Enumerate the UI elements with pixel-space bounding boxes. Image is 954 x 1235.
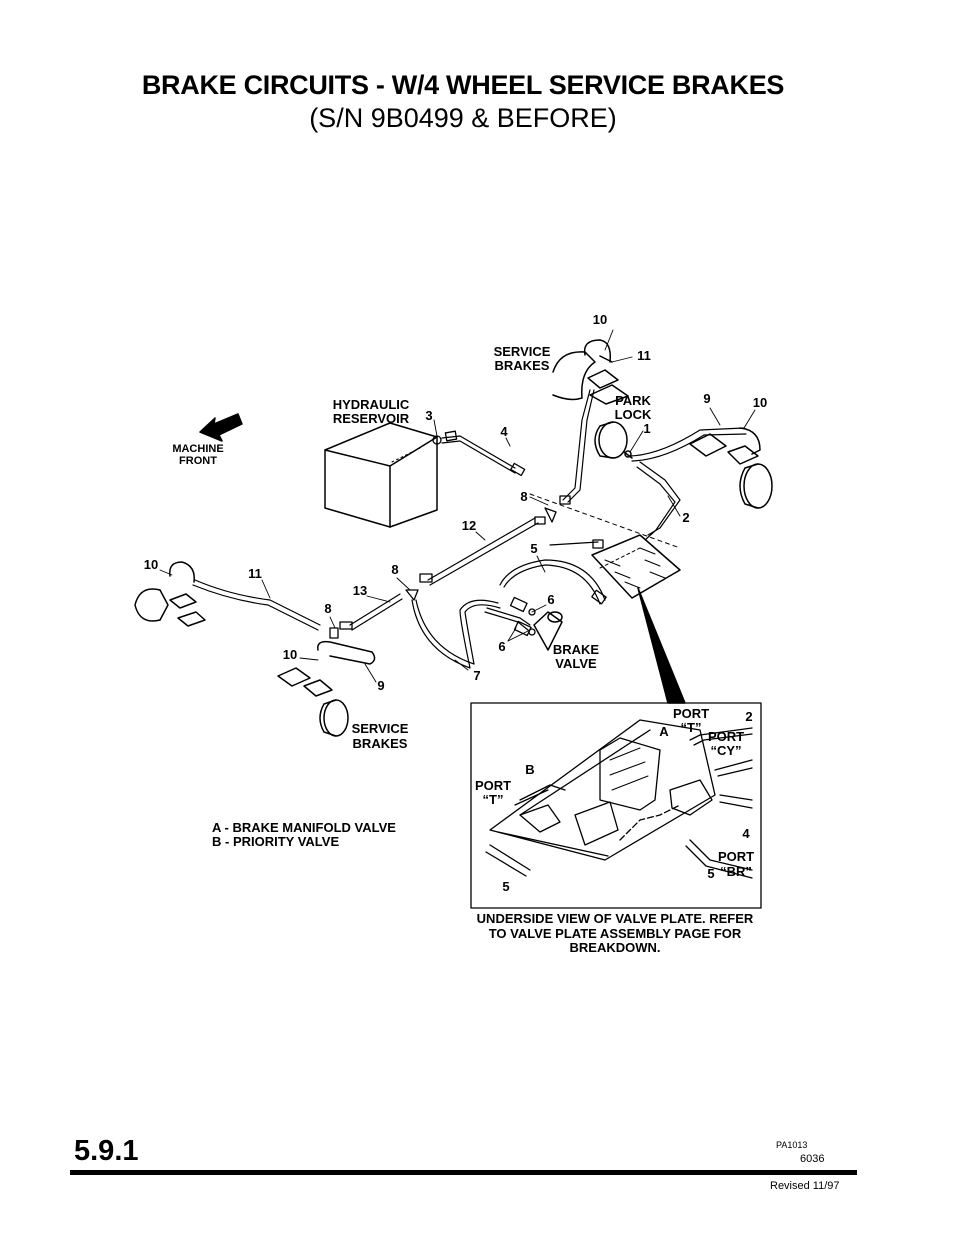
section-number: 5.9.1 xyxy=(74,1135,139,1167)
callout-6: 6 xyxy=(547,592,554,607)
callout-2: 2 xyxy=(682,510,689,525)
inset-labels: PORT “T” A 2 PORT “CY” B PORT “T” 4 PORT… xyxy=(475,706,754,955)
label-service-brakes-bot-2: BRAKES xyxy=(353,736,408,751)
inset-caption-2: TO VALVE PLATE ASSEMBLY PAGE FOR xyxy=(489,926,742,941)
callout-numbers: 10 11 9 10 3 4 1 8 2 12 5 10 11 8 13 8 6… xyxy=(144,312,767,693)
inset-valve-plate xyxy=(485,719,753,879)
service-brake-bottom xyxy=(277,640,376,737)
callout-1: 1 xyxy=(643,421,650,436)
label-brake-valve-1: BRAKE xyxy=(553,642,600,657)
callout-12: 12 xyxy=(462,518,476,533)
diagram-labels: SERVICE BRAKES HYDRAULIC RESERVOIR PARK … xyxy=(172,344,652,751)
valve-plate-main xyxy=(591,534,681,599)
inset-number-5: 5 xyxy=(502,879,509,894)
callout-8: 8 xyxy=(391,562,398,577)
brake-valve-drawing xyxy=(533,611,563,651)
inset-port-t-top-2: “T” xyxy=(681,720,702,735)
callout-11: 11 xyxy=(248,566,262,581)
hydraulic-reservoir-drawing xyxy=(324,422,438,528)
callout-9: 9 xyxy=(377,678,384,693)
inset-label-a: A xyxy=(659,724,669,739)
callout-8: 8 xyxy=(520,489,527,504)
legend-priority-valve: B - PRIORITY VALVE xyxy=(212,834,339,849)
callout-9: 9 xyxy=(703,391,710,406)
label-machine-2: FRONT xyxy=(179,455,217,467)
inset-number-5: 5 xyxy=(707,866,714,881)
callout-7: 7 xyxy=(473,668,480,683)
page-number: 6036 xyxy=(800,1153,825,1165)
callout-10: 10 xyxy=(283,647,297,662)
reference-dash-line xyxy=(529,493,681,549)
service-brake-left xyxy=(134,561,206,627)
label-service-brakes-top-2: BRAKES xyxy=(495,358,550,373)
machine-front-arrow-icon xyxy=(199,413,243,442)
inset-port-t-left-1: PORT xyxy=(475,778,511,793)
callout-6: 6 xyxy=(498,639,505,654)
label-hydraulic-2: RESERVOIR xyxy=(333,411,410,426)
figure-code: PA1013 xyxy=(776,1140,808,1150)
inset-port-br-1: PORT xyxy=(718,849,754,864)
footer-divider xyxy=(70,1170,857,1175)
callout-3: 3 xyxy=(425,408,432,423)
inset-number-2: 2 xyxy=(745,709,752,724)
revision-date: Revised 11/97 xyxy=(770,1180,840,1192)
inset-port-cy-1: PORT xyxy=(708,729,744,744)
service-brake-top xyxy=(552,339,629,405)
fittings xyxy=(329,430,607,639)
callout-13: 13 xyxy=(353,583,367,598)
label-brake-valve-2: VALVE xyxy=(555,656,597,671)
callout-10: 10 xyxy=(593,312,607,327)
page-title: BRAKE CIRCUITS - W/4 WHEEL SERVICE BRAKE… xyxy=(141,70,785,100)
callout-11: 11 xyxy=(637,348,651,363)
label-hydraulic-1: HYDRAULIC xyxy=(333,397,410,412)
label-park-2: LOCK xyxy=(615,407,652,422)
inset-number-4: 4 xyxy=(742,826,750,841)
inset-label-b: B xyxy=(525,762,534,777)
inset-frame xyxy=(470,702,762,909)
leader-lines xyxy=(159,329,756,683)
callout-8: 8 xyxy=(324,601,331,616)
label-service-brakes-bot-1: SERVICE xyxy=(352,721,409,736)
inset-port-br-2: “BR” xyxy=(720,864,752,879)
legend: A - BRAKE MANIFOLD VALVE B - PRIORITY VA… xyxy=(212,820,396,849)
service-brake-right xyxy=(689,427,773,509)
label-park-1: PARK xyxy=(615,393,651,408)
page-subtitle: (S/N 9B0499 & BEFORE) xyxy=(309,103,617,133)
callout-10: 10 xyxy=(144,557,158,572)
inset-caption-1: UNDERSIDE VIEW OF VALVE PLATE. REFER xyxy=(477,911,754,926)
park-lock-cylinder xyxy=(594,421,633,459)
inset-port-t-left-2: “T” xyxy=(483,792,504,807)
inset-pointer xyxy=(637,587,686,704)
label-service-brakes-top-1: SERVICE xyxy=(494,344,551,359)
inset-port-t-top-1: PORT xyxy=(673,706,709,721)
inset-port-cy-2: “CY” xyxy=(710,743,741,758)
legend-brake-manifold-valve: A - BRAKE MANIFOLD VALVE xyxy=(212,820,396,835)
label-machine-1: MACHINE xyxy=(172,443,223,455)
callout-5: 5 xyxy=(530,541,537,556)
callout-10: 10 xyxy=(753,395,767,410)
inset-caption-3: BREAKDOWN. xyxy=(570,940,661,955)
callout-4: 4 xyxy=(500,424,508,439)
